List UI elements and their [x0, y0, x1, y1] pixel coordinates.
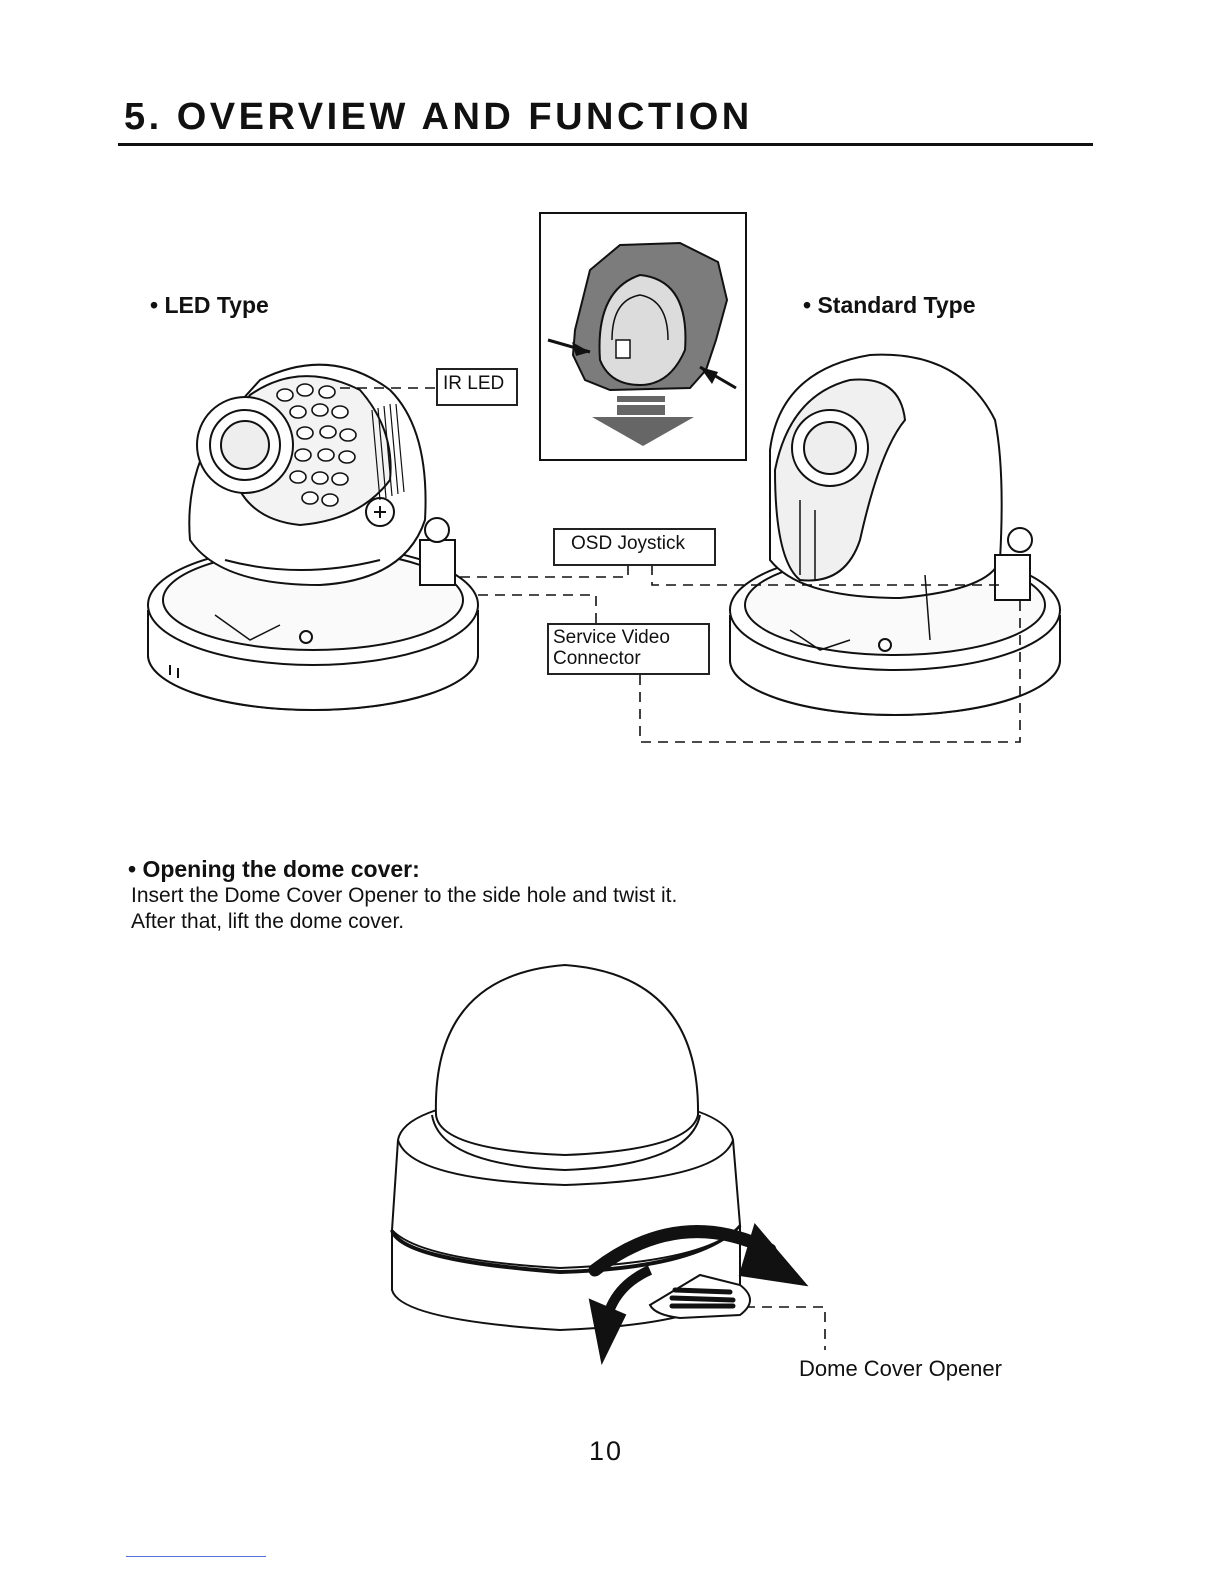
led-type-camera-drawing: [148, 365, 478, 710]
opening-heading: • Opening the dome cover:: [128, 856, 420, 883]
service-video-label-line1: Service Video: [553, 627, 704, 648]
ir-led-callout: IR LED: [436, 368, 518, 406]
dome-removal-inset: [540, 213, 746, 460]
ir-led-label: IR LED: [443, 373, 504, 394]
page-number: 10: [0, 1436, 1212, 1467]
dome-cover-opener-label: Dome Cover Opener: [799, 1356, 1002, 1382]
osd-joystick-callout: OSD Joystick: [553, 528, 716, 566]
standard-type-label: • Standard Type: [803, 292, 976, 319]
led-type-label: • LED Type: [150, 292, 269, 319]
osd-joystick-label: OSD Joystick: [571, 533, 685, 554]
service-video-label-line2: Connector: [553, 648, 704, 669]
opening-instructions: Insert the Dome Cover Opener to the side…: [131, 883, 677, 935]
service-video-connector-callout: Service Video Connector: [547, 623, 710, 675]
opening-line-2: After that, lift the dome cover.: [131, 909, 677, 935]
closed-dome-camera-drawing: [392, 965, 806, 1362]
opening-line-1: Insert the Dome Cover Opener to the side…: [131, 883, 677, 909]
footer-link-underline[interactable]: [126, 1556, 266, 1557]
standard-type-camera-drawing: [730, 355, 1060, 715]
